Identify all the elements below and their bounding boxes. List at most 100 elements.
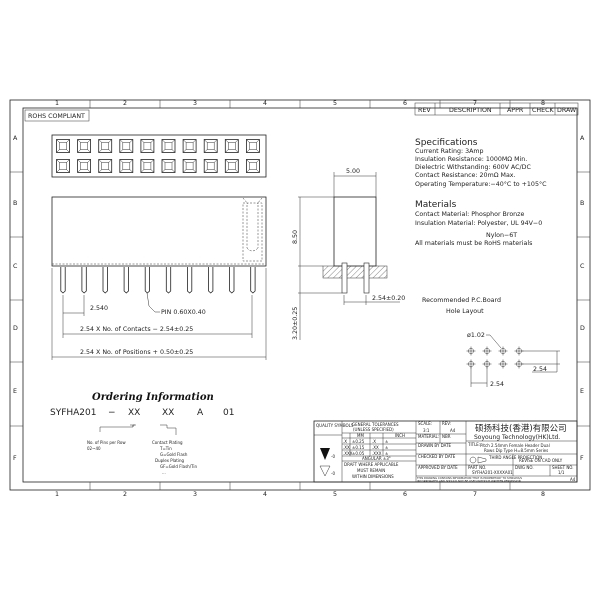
socket [98, 139, 113, 153]
tolerance-cell: ±0.05 [352, 451, 365, 456]
pin [208, 267, 214, 294]
column-label: 3 [193, 491, 197, 498]
top-view-housing [51, 134, 267, 178]
pin [123, 267, 129, 294]
socket [245, 139, 260, 153]
tolerance-cell: .XX [372, 445, 379, 450]
pin [229, 267, 235, 294]
code-part: SYFHA201 [50, 408, 97, 418]
contact-hidden-detail [242, 197, 263, 262]
tolerance-cell: ± [385, 445, 388, 450]
approved-by: APPROVED BY DATE [418, 465, 458, 470]
tolerance-cell: .X [372, 439, 376, 444]
row-pitch-dim: 2.54±0.20 [372, 295, 405, 302]
socket [203, 139, 218, 153]
title-block: QUALITY SYMBOLS -0 -0 GENERAL TOLERANCES… [313, 420, 578, 483]
row-label: C [580, 263, 585, 270]
row-label: F [580, 455, 584, 462]
height-dim: 8.50 [292, 230, 299, 244]
draft-note: WITHIN DIMENSIONS [352, 474, 394, 479]
sheet-size: A4 [570, 477, 576, 482]
socket [56, 139, 70, 153]
column-label: 5 [333, 100, 337, 107]
socket [98, 159, 113, 173]
ordering-note: No. of Pins per Row [87, 440, 126, 445]
pcb-pitch-v: 2.54 [533, 366, 547, 373]
drawn-by: DRAWN BY DATE [418, 443, 452, 448]
specs-title: Specifications [415, 138, 478, 148]
pcb-title: Recommended P.C.Board [422, 297, 501, 304]
row-label: B [580, 200, 584, 207]
front-view-housing [51, 196, 267, 267]
code-part: XX [128, 408, 140, 418]
company-name-cn: 硕扬科技(香港)有限公司 [475, 423, 567, 434]
ordering-information: Ordering Information SYFHA201 − XX XX A … [50, 392, 234, 475]
checked-by: CHECKED BY DATE [418, 454, 456, 459]
row-label: E [580, 388, 584, 395]
front-dimensions: 2.540 PIN 0.60X0.40 2.54 X No. of Contac… [51, 268, 267, 360]
socket [161, 159, 176, 173]
revision-block: REV DESCRIPTION APPR CHECK DRAW [414, 102, 579, 116]
column-label: 7 [473, 100, 477, 107]
tolerance-cell: .XX [343, 445, 350, 450]
ordering-note: ... [162, 470, 166, 475]
dwg-no-label: DWG NO. [515, 465, 534, 470]
ordering-note: Duplex Plating [155, 458, 184, 463]
row-label: F [13, 455, 17, 462]
material-line: All materials must be RoHS materials [415, 240, 532, 247]
ordering-note: GF=Gold Flash/Tin [160, 464, 197, 469]
code-part: 01 [223, 408, 234, 418]
top-view-sockets [56, 139, 260, 173]
column-label: 4 [263, 491, 267, 498]
materials-title: Materials [415, 200, 457, 210]
column-label: 4 [263, 100, 267, 107]
row-label: D [13, 325, 18, 332]
column-label: 2 [123, 491, 127, 498]
angular-tolerance: ANGULAR ±3° [362, 456, 391, 461]
revise-note: REVISE ON CAD ONLY [519, 458, 563, 463]
description-header: DESCRIPTION [449, 107, 492, 114]
row-label: A [580, 135, 585, 142]
socket [77, 139, 91, 153]
scale-label: SCALE: [418, 421, 432, 426]
quality-symbols: QUALITY SYMBOLS [316, 423, 354, 428]
rev-value: A4 [450, 428, 456, 433]
rohs-label: ROHS COMPLIANT [28, 113, 85, 120]
pin [250, 267, 256, 294]
pcb-hole-layout: Recommended P.C.Board Hole Layout ø1.02 … [422, 297, 560, 388]
positions-dim: 2.54 X No. of Positions + 0.50±0.25 [80, 349, 193, 356]
notice: INCORPORATED AND SHOULD NOT BE USED WITH… [417, 479, 521, 483]
material-line: Contact Material: Phosphor Bronze [415, 211, 524, 218]
projection-label: THIRD ANGLE PROJECTION [488, 455, 542, 460]
pin [165, 267, 172, 294]
scale-value: 3:1 [423, 428, 430, 433]
tolerance-cell: ±0.15 [352, 445, 365, 450]
socket [140, 159, 155, 173]
quality-symbol-1: -0 [331, 454, 335, 459]
material-line: Insulation Material: Polyester, UL 94V−0 [415, 220, 542, 227]
ordering-note: T=Tin [159, 446, 172, 451]
pin [81, 267, 87, 294]
socket [224, 159, 239, 173]
draft-note: DRAFT WHERE APPLICABLE [344, 462, 399, 467]
pin [60, 267, 66, 294]
part-no-label: PART NO. [468, 465, 486, 470]
socket [224, 139, 239, 153]
socket [77, 159, 91, 173]
column-label: 6 [403, 100, 407, 107]
notice: THIS DRAWING CONTAINS INFORMATION THAT I… [416, 476, 522, 480]
spec-line: Dielectric Withstanding: 600V AC/DC [415, 164, 531, 171]
socket [119, 139, 134, 153]
tail-dim: 3.20±0.25 [292, 307, 299, 340]
pcb-pitch-h: 2.54 [490, 381, 504, 388]
row-label: D [580, 325, 585, 332]
specifications: Specifications Current Rating: 3Amp Insu… [415, 138, 547, 247]
tolerance-title: GENERAL TOLERANCES [352, 422, 399, 427]
socket [161, 139, 176, 153]
tolerance-cell: ± [385, 451, 388, 456]
column-label: 5 [333, 491, 337, 498]
column-label: 1 [55, 491, 59, 498]
ordering-note: Contact Plating [152, 440, 183, 445]
